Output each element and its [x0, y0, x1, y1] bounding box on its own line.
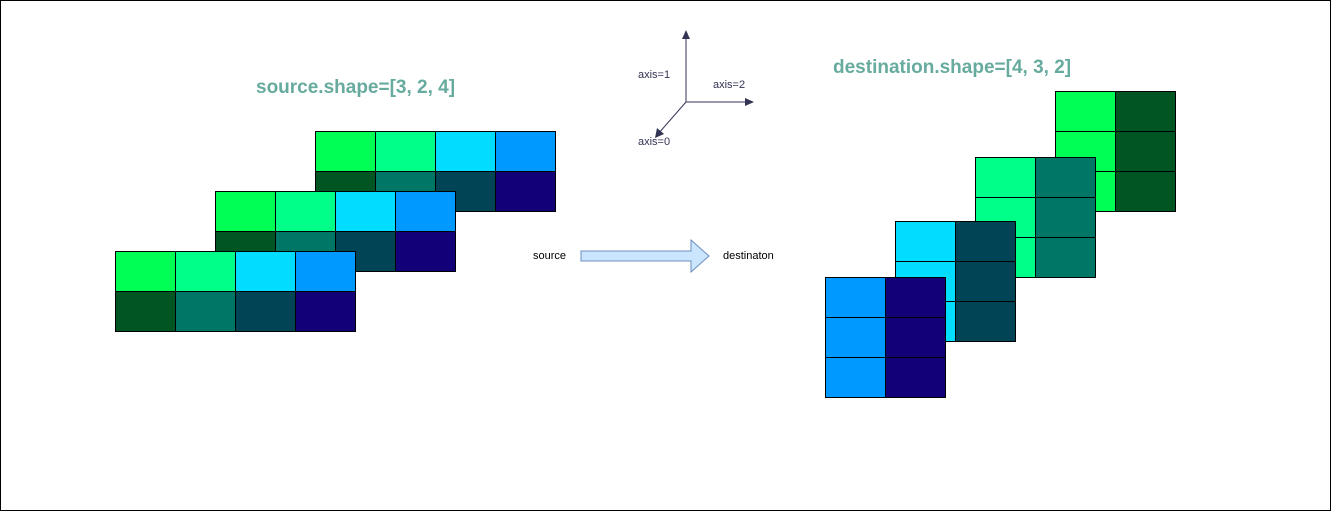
destination-cell — [885, 317, 946, 358]
destination-cell — [825, 277, 886, 318]
destination-cell — [895, 221, 956, 262]
destination-cell — [1035, 157, 1096, 198]
source-cell — [235, 291, 296, 332]
source-cell — [495, 131, 556, 172]
axis-0-arrowhead — [655, 128, 664, 138]
destination-cell — [1035, 237, 1096, 278]
destination-cell — [825, 357, 886, 398]
destination-cell — [955, 261, 1016, 302]
source-cell — [375, 131, 436, 172]
destination-cell — [955, 301, 1016, 342]
destination-cell — [1055, 91, 1116, 132]
source-cell — [215, 191, 276, 232]
destination-cell — [1115, 131, 1176, 172]
source-label: source — [533, 250, 567, 262]
destination-slab-3 — [825, 277, 946, 398]
axis-0-line — [657, 101, 687, 135]
destination-shape-title: destination.shape=[4, 3, 2] — [833, 57, 1072, 78]
destination-cell — [955, 221, 1016, 262]
destination-label: destinaton — [723, 250, 774, 262]
source-cell — [395, 191, 456, 232]
destination-cell — [825, 317, 886, 358]
source-cell — [175, 291, 236, 332]
source-cell — [435, 131, 496, 172]
destination-cell — [1115, 171, 1176, 212]
axis-1-label: axis=1 — [638, 69, 671, 81]
destination-cell — [1035, 197, 1096, 238]
axis-2-arrowhead — [745, 98, 754, 106]
destination-cell — [885, 357, 946, 398]
axis-0-label: axis=0 — [638, 136, 671, 148]
source-cell — [275, 191, 336, 232]
axis-1-arrowhead — [682, 30, 690, 39]
source-shape-title: source.shape=[3, 2, 4] — [256, 77, 456, 98]
destination-cell — [1115, 91, 1176, 132]
source-cell — [295, 291, 356, 332]
destination-cell — [975, 157, 1036, 198]
transform-arrow-shape — [580, 238, 710, 274]
source-cell — [395, 231, 456, 272]
axis-2-label: axis=2 — [713, 79, 746, 91]
source-cell — [495, 171, 556, 212]
destination-cell — [885, 277, 946, 318]
source-slab-2 — [115, 251, 356, 332]
